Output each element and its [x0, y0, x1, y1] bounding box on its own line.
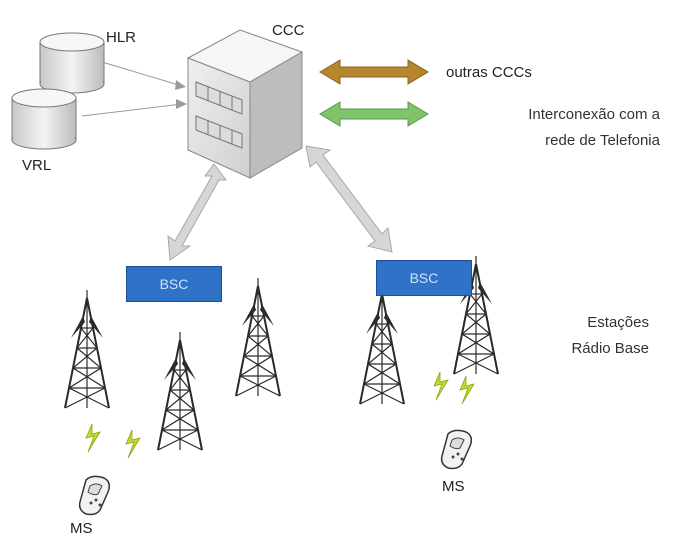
mobile-phone-icon: [440, 429, 473, 470]
radio-tower-icon: [64, 289, 110, 409]
interconexao-arrow: [319, 101, 429, 127]
lightning-icon: [85, 423, 101, 453]
hlr-label: HLR: [106, 29, 137, 46]
hlr-link-arrowhead: [175, 80, 186, 90]
bsc-left-box: BSC: [126, 266, 222, 302]
lightning-icon: [459, 375, 475, 405]
radio-tower-icon: [235, 277, 281, 397]
ccc-bsc-right-arrow: [305, 145, 393, 253]
vrl-label: VRL: [22, 157, 52, 174]
hlr-database-icon: [39, 32, 105, 94]
interconexao-label-line2: rede de Telefonia: [545, 132, 660, 149]
ccc-bsc-left-arrow: [167, 163, 227, 261]
vrl-link-arrowhead: [176, 99, 187, 109]
ccc-building-icon: [186, 29, 304, 179]
outras-cccs-label: outras CCCs: [446, 64, 532, 81]
radio-tower-icon: [157, 331, 203, 451]
radio-tower-icon: [359, 285, 405, 405]
ccc-label: CCC: [272, 22, 305, 39]
vrl-link-line: [81, 103, 183, 117]
estacoes-label-line2: Rádio Base: [571, 340, 649, 357]
outras-cccs-arrow: [319, 59, 429, 85]
vrl-database-icon: [11, 88, 77, 150]
lightning-icon: [125, 429, 141, 459]
ms-left-label: MS: [70, 520, 93, 537]
lightning-icon: [433, 371, 449, 401]
estacoes-label-line1: Estações: [587, 314, 649, 331]
interconexao-label-line1: Interconexão com a: [528, 106, 660, 123]
ms-right-label: MS: [442, 478, 465, 495]
mobile-phone-icon: [78, 475, 111, 516]
hlr-link-line: [101, 61, 183, 87]
bsc-right-box: BSC: [376, 260, 472, 296]
